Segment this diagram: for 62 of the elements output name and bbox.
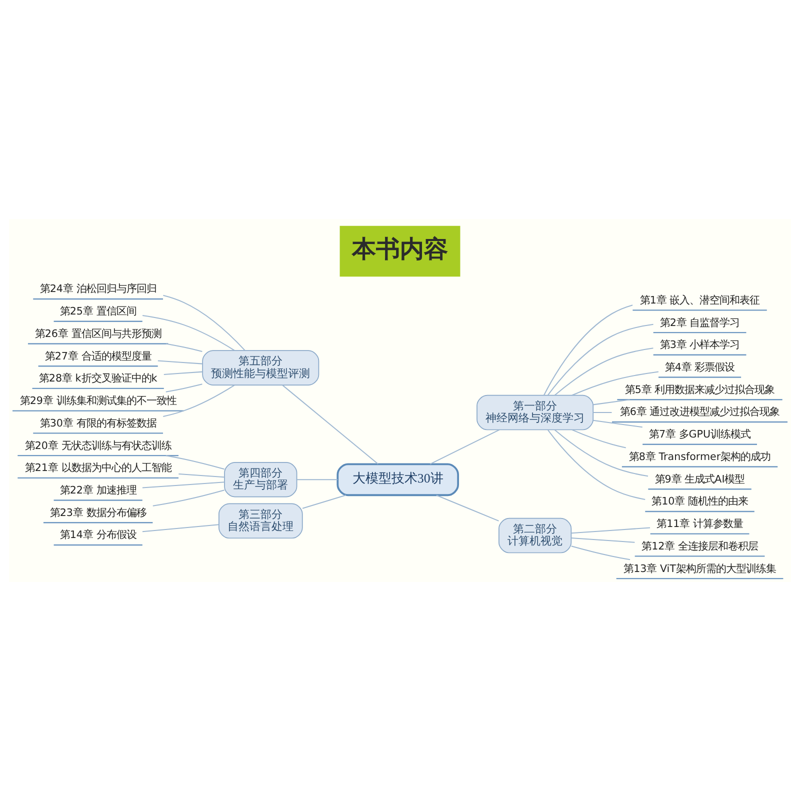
connector (142, 524, 219, 532)
connector (164, 370, 202, 374)
node-text: 第14章 分布假设 (60, 528, 136, 541)
connector (572, 370, 659, 396)
node-box: 第一部分 神经网络与深度学习 (476, 394, 594, 430)
connector (571, 536, 635, 542)
connector (572, 428, 626, 448)
node-box: 第五部分 预测性能与模型评测 (202, 350, 320, 385)
connector (166, 383, 202, 392)
connector (282, 384, 378, 464)
connector (163, 294, 246, 350)
connector (166, 342, 202, 352)
connector (593, 398, 630, 405)
connector (554, 428, 648, 476)
node-text: 第26章 置信区间与共形预测 (34, 327, 162, 340)
node-text: 第20章 无状态训练与有状态训练 (24, 439, 172, 452)
connector (554, 347, 654, 396)
node-box: 第四部分 生产与部署 (224, 462, 298, 497)
node-text: 第27章 合适的模型度量 (44, 350, 152, 362)
node-text: 第10章 随机性的由来 (652, 495, 748, 508)
connector (166, 454, 224, 470)
node-box: 大模型技术30讲 (336, 462, 459, 496)
node-text: 第5章 利用数据来减少过拟合现象 (624, 383, 775, 396)
connector (142, 481, 224, 488)
connector (163, 384, 235, 416)
node-text: 第2章 自监督学习 (660, 316, 740, 328)
node-text: 第21章 以数据为中心的人工智能 (24, 462, 172, 474)
connector (297, 478, 338, 480)
node-text: 第9章 生成式AI模型 (654, 472, 745, 485)
connector (158, 360, 202, 364)
connector (178, 472, 224, 478)
node-box: 第二部分 计算机视觉 (498, 517, 572, 553)
connector (571, 526, 650, 534)
node-box: 第三部分 自然语言处理 (218, 502, 303, 538)
node-text: 第8章 Transformer架构的成功 (628, 450, 771, 462)
connector (430, 428, 500, 464)
node-text: 第3章 小样本学习 (660, 338, 740, 351)
node-text: 第6章 通过改进模型减少过拟合现象 (620, 406, 780, 418)
connector (548, 429, 646, 500)
node-text: 第22章 加速推理 (60, 484, 136, 496)
node-text: 第1章 嵌入、潜空间和表征 (640, 294, 760, 306)
node-text: 第23章 数据分布偏移 (50, 506, 146, 518)
connector (302, 494, 346, 508)
node-text: 第11章 计算参数量 (656, 518, 743, 530)
connector (571, 545, 630, 560)
connector (593, 412, 612, 413)
connector (436, 494, 499, 521)
diagram-title: 本书内容 (352, 234, 448, 262)
connector (142, 314, 235, 350)
node-text: 第4章 彩票假设 (664, 360, 735, 373)
node-text: 第25章 置信区间 (60, 305, 136, 318)
node-text: 第24章 泊松回归与序回归 (40, 282, 156, 295)
connector (593, 419, 642, 428)
node-text: 第28章 k折交叉验证中的k (38, 372, 158, 384)
node-text: 第12章 全连接层和卷积层 (642, 540, 758, 552)
node-text: 第30章 有限的有标签数据 (40, 416, 156, 429)
node-text: 第7章 多GPU训练模式 (648, 428, 751, 440)
connector (543, 304, 633, 395)
node-text: 第13章 ViT架构所需的大型训练集 (624, 562, 776, 574)
node-text: 第29章 训练集和测试集的不一致性 (20, 394, 176, 407)
connector (152, 489, 224, 506)
connector (548, 323, 654, 395)
